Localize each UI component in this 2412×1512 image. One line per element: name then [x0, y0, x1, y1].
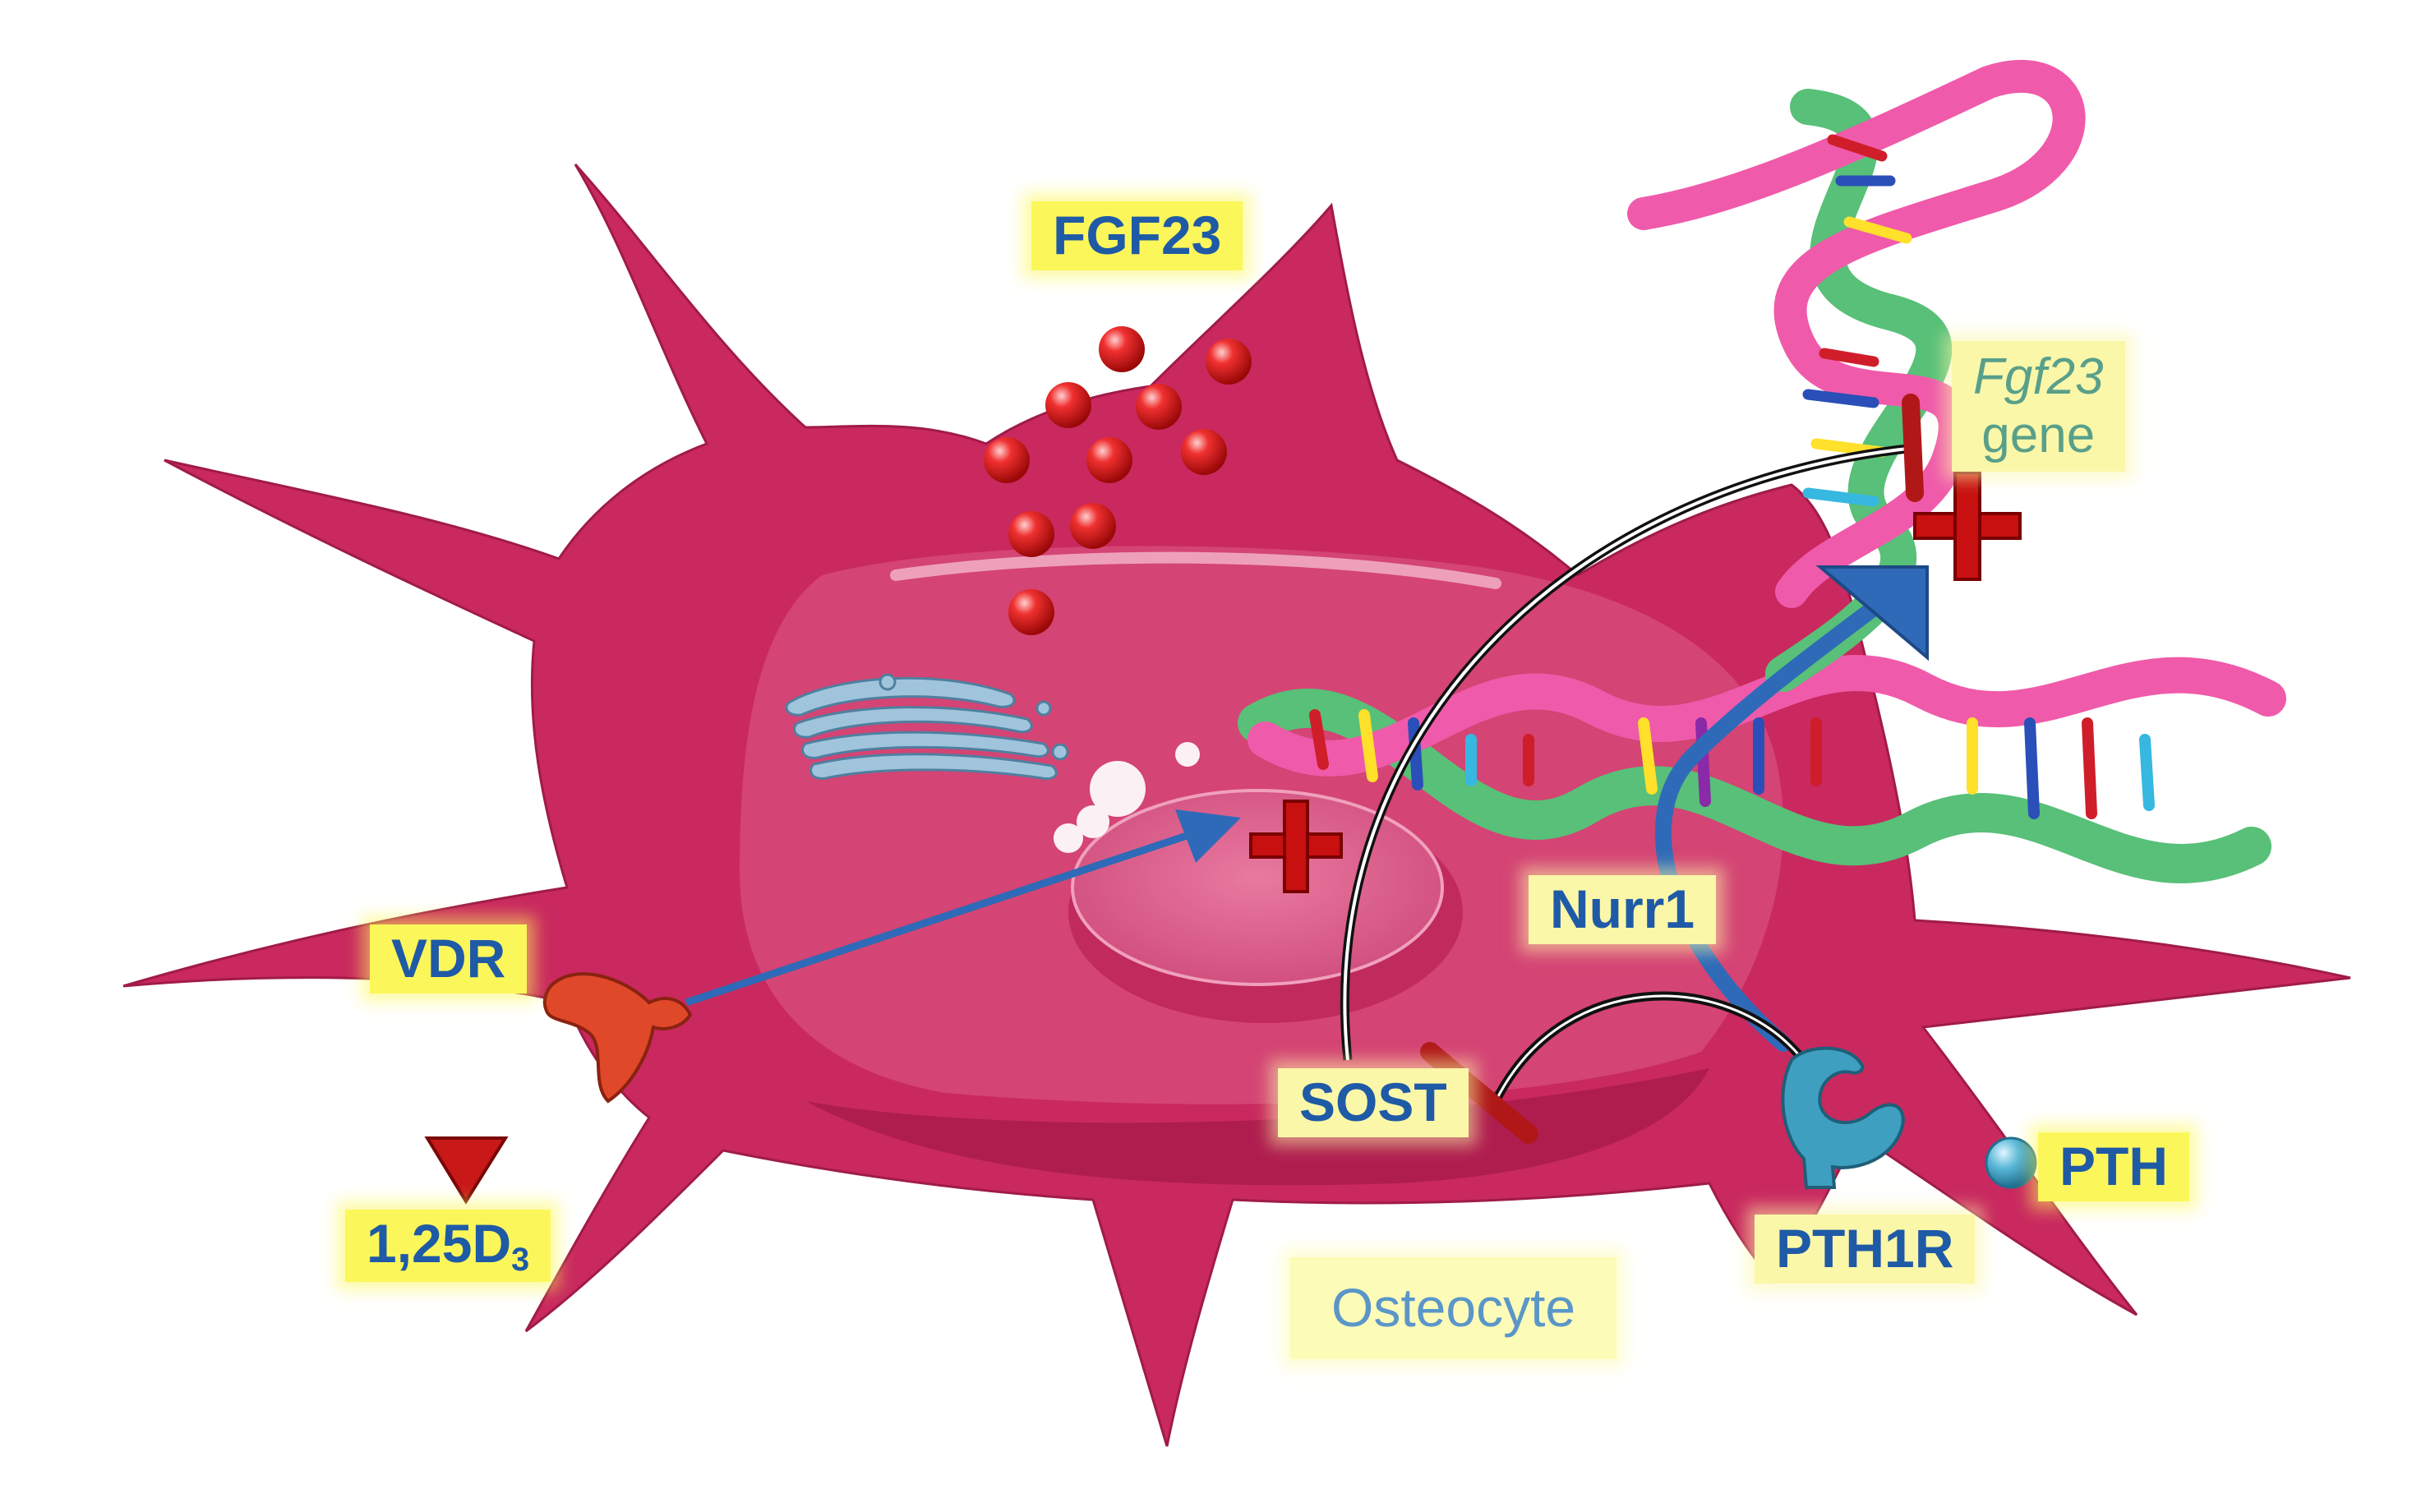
vdr-receptor-icon — [542, 972, 693, 1104]
fgf23-gene-symbol: Fgf23 — [1973, 348, 2104, 405]
pth1r-receptor-icon — [1781, 1046, 1905, 1189]
gene-activation-arrowhead — [1815, 565, 1929, 662]
vdr-label: VDR — [370, 924, 528, 993]
gene-plus-sign-icon — [1913, 471, 2022, 581]
vitamin-d-subscript: 3 — [511, 1241, 530, 1278]
nucleus-bubbles — [1054, 742, 1200, 853]
pth1r-label: PTH1R — [1755, 1215, 1976, 1284]
plus-sign-icon — [1249, 800, 1343, 893]
vitamin-d-triangle-icon — [424, 1136, 509, 1205]
osteocyte-label: Osteocyte — [1290, 1257, 1617, 1359]
golgi-icon — [785, 673, 1069, 781]
sost-inhibition-bar — [1420, 1042, 1538, 1144]
vitamin-d-label: 1,25D3 — [345, 1210, 551, 1283]
fgf23-gene-word: gene — [1981, 407, 2096, 464]
nurr1-label: Nurr1 — [1529, 875, 1717, 944]
pth-ball-icon — [1985, 1136, 2037, 1189]
nucleus-face — [1071, 789, 1444, 986]
sost-label: SOST — [1278, 1068, 1469, 1137]
cell-inner-shadow — [805, 1068, 1709, 1186]
fgf23-protein-label: FGF23 — [1031, 201, 1243, 270]
cell-membrane-highlight — [890, 551, 1501, 589]
pth1r-to-gene-arrow — [1654, 600, 1882, 1052]
gene-inhibition-bar — [1902, 394, 1924, 502]
vdr-to-nucleus-arrow — [685, 830, 1193, 1007]
fgf23-molecule-icon — [984, 326, 1252, 635]
fgf23-gene-label: Fgf23 gene — [1952, 341, 2125, 472]
pth-label: PTH — [2038, 1132, 2189, 1201]
vdr-arrowhead — [1175, 809, 1241, 863]
vitamin-d-main: 1,25D — [367, 1213, 512, 1274]
